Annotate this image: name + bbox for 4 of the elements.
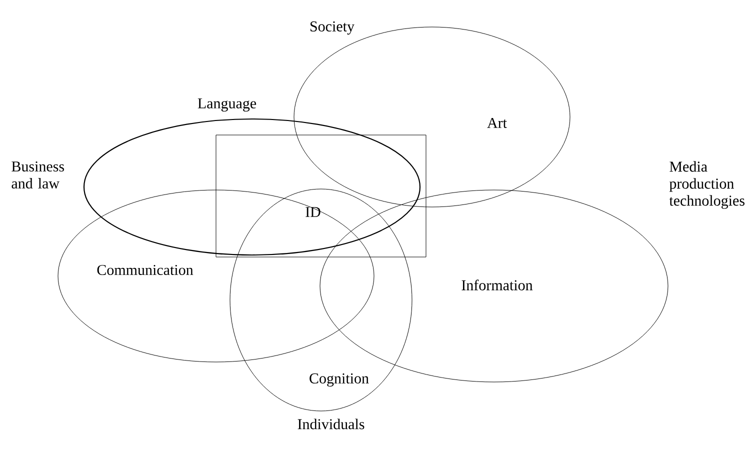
area-label: Individuals bbox=[298, 418, 364, 430]
area-label: Media production technologies bbox=[669, 161, 744, 209]
node-label: Language bbox=[198, 98, 256, 112]
area-label: Business and law bbox=[12, 161, 64, 189]
